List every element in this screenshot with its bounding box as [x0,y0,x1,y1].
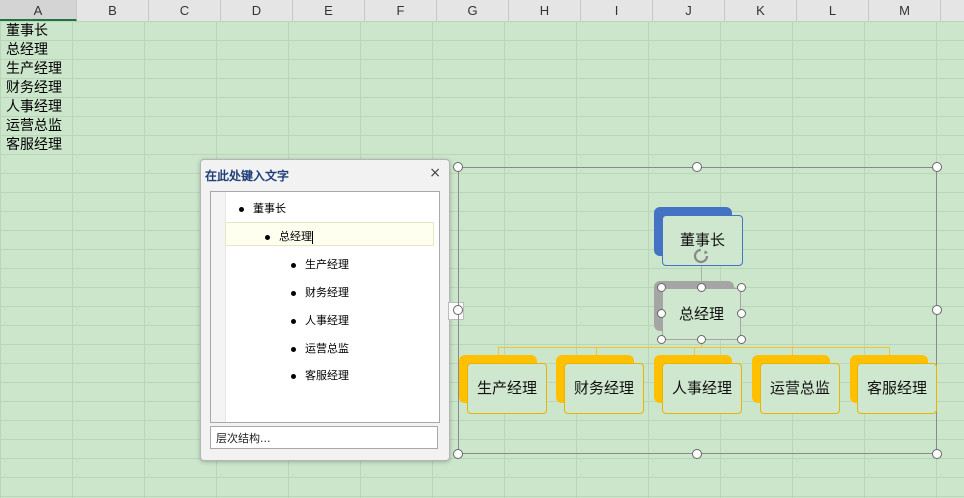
connector-line [694,347,695,356]
hierarchy-label[interactable]: 层次结构... [210,426,438,449]
column-header-k[interactable]: K [725,0,797,21]
shape-handle[interactable] [657,283,666,292]
list-item[interactable]: 董事长 [239,200,286,216]
bullet-icon [265,234,270,240]
column-header-m[interactable]: M [869,0,941,21]
resize-handle[interactable] [932,449,942,459]
text-cursor [312,230,313,244]
bullet-icon [291,346,296,352]
cell-a2[interactable]: 总经理 [6,42,48,58]
column-header-g[interactable]: G [437,0,509,21]
shape-handle[interactable] [737,335,746,344]
cell-a5[interactable]: 人事经理 [6,99,62,115]
resize-handle[interactable] [692,162,702,172]
bullet-icon [291,318,296,324]
org-node-second[interactable]: 总经理 [662,288,741,340]
connector-line [701,266,702,282]
resize-handle[interactable] [453,162,463,172]
bullet-icon [291,262,296,268]
bullet-icon [291,290,296,296]
list-item[interactable]: 生产经理 [291,256,349,272]
column-header-d[interactable]: D [221,0,293,21]
resize-handle[interactable] [932,305,942,315]
smartart-text-pane: 在此处键入文字 × 董事长 总经理 生产经理 财务经理 人事经理 运营总监 客服… [200,159,450,461]
column-header-overflow [941,0,964,21]
shape-handle[interactable] [657,335,666,344]
list-item[interactable]: 客服经理 [291,367,349,383]
connector-line [498,347,499,356]
worksheet-grid[interactable]: 董事长 总经理 生产经理 财务经理 人事经理 运营总监 客服经理 [0,21,964,498]
rotate-icon[interactable] [692,247,710,265]
shape-handle[interactable] [737,309,746,318]
text-pane-list[interactable]: 董事长 总经理 生产经理 财务经理 人事经理 运营总监 客服经理 [210,191,440,423]
connector-line [889,347,890,356]
column-header-i[interactable]: I [581,0,653,21]
connector-line [596,347,597,356]
list-gutter [211,192,226,422]
column-header-l[interactable]: L [797,0,869,21]
bullet-icon [239,206,244,212]
org-node-child-1[interactable]: 生产经理 [467,363,547,414]
org-node-child-2[interactable]: 财务经理 [564,363,644,414]
active-row-highlight [225,222,434,246]
shape-handle[interactable] [737,283,746,292]
resize-handle[interactable] [932,162,942,172]
close-icon[interactable]: × [429,165,441,181]
cell-a4[interactable]: 财务经理 [6,80,62,96]
cell-a3[interactable]: 生产经理 [6,61,62,77]
connector-line [701,340,702,348]
list-item-active[interactable]: 总经理 [265,228,313,244]
column-header-c[interactable]: C [149,0,221,21]
org-node-top[interactable]: 董事长 [662,215,743,266]
list-item[interactable]: 运营总监 [291,340,349,356]
org-node-child-3[interactable]: 人事经理 [662,363,742,414]
org-node-child-5[interactable]: 客服经理 [857,363,937,414]
column-header-f[interactable]: F [365,0,437,21]
column-header-e[interactable]: E [293,0,365,21]
column-header-a[interactable]: A [0,0,77,21]
connector-line [792,347,793,356]
column-header-h[interactable]: H [509,0,581,21]
bullet-icon [291,373,296,379]
list-item[interactable]: 财务经理 [291,284,349,300]
resize-handle[interactable] [453,449,463,459]
cell-a7[interactable]: 客服经理 [6,137,62,153]
shape-handle[interactable] [657,309,666,318]
shape-handle[interactable] [697,335,706,344]
resize-handle[interactable] [453,305,463,315]
cell-a1[interactable]: 董事长 [6,23,48,39]
column-header-j[interactable]: J [653,0,725,21]
org-node-child-4[interactable]: 运营总监 [760,363,840,414]
cell-a6[interactable]: 运营总监 [6,118,62,134]
shape-handle[interactable] [697,283,706,292]
list-item[interactable]: 人事经理 [291,312,349,328]
text-pane-title: 在此处键入文字 [205,169,290,183]
column-header-b[interactable]: B [77,0,149,21]
column-header-bar: A B C D E F G H I J K L M [0,0,964,22]
resize-handle[interactable] [692,449,702,459]
